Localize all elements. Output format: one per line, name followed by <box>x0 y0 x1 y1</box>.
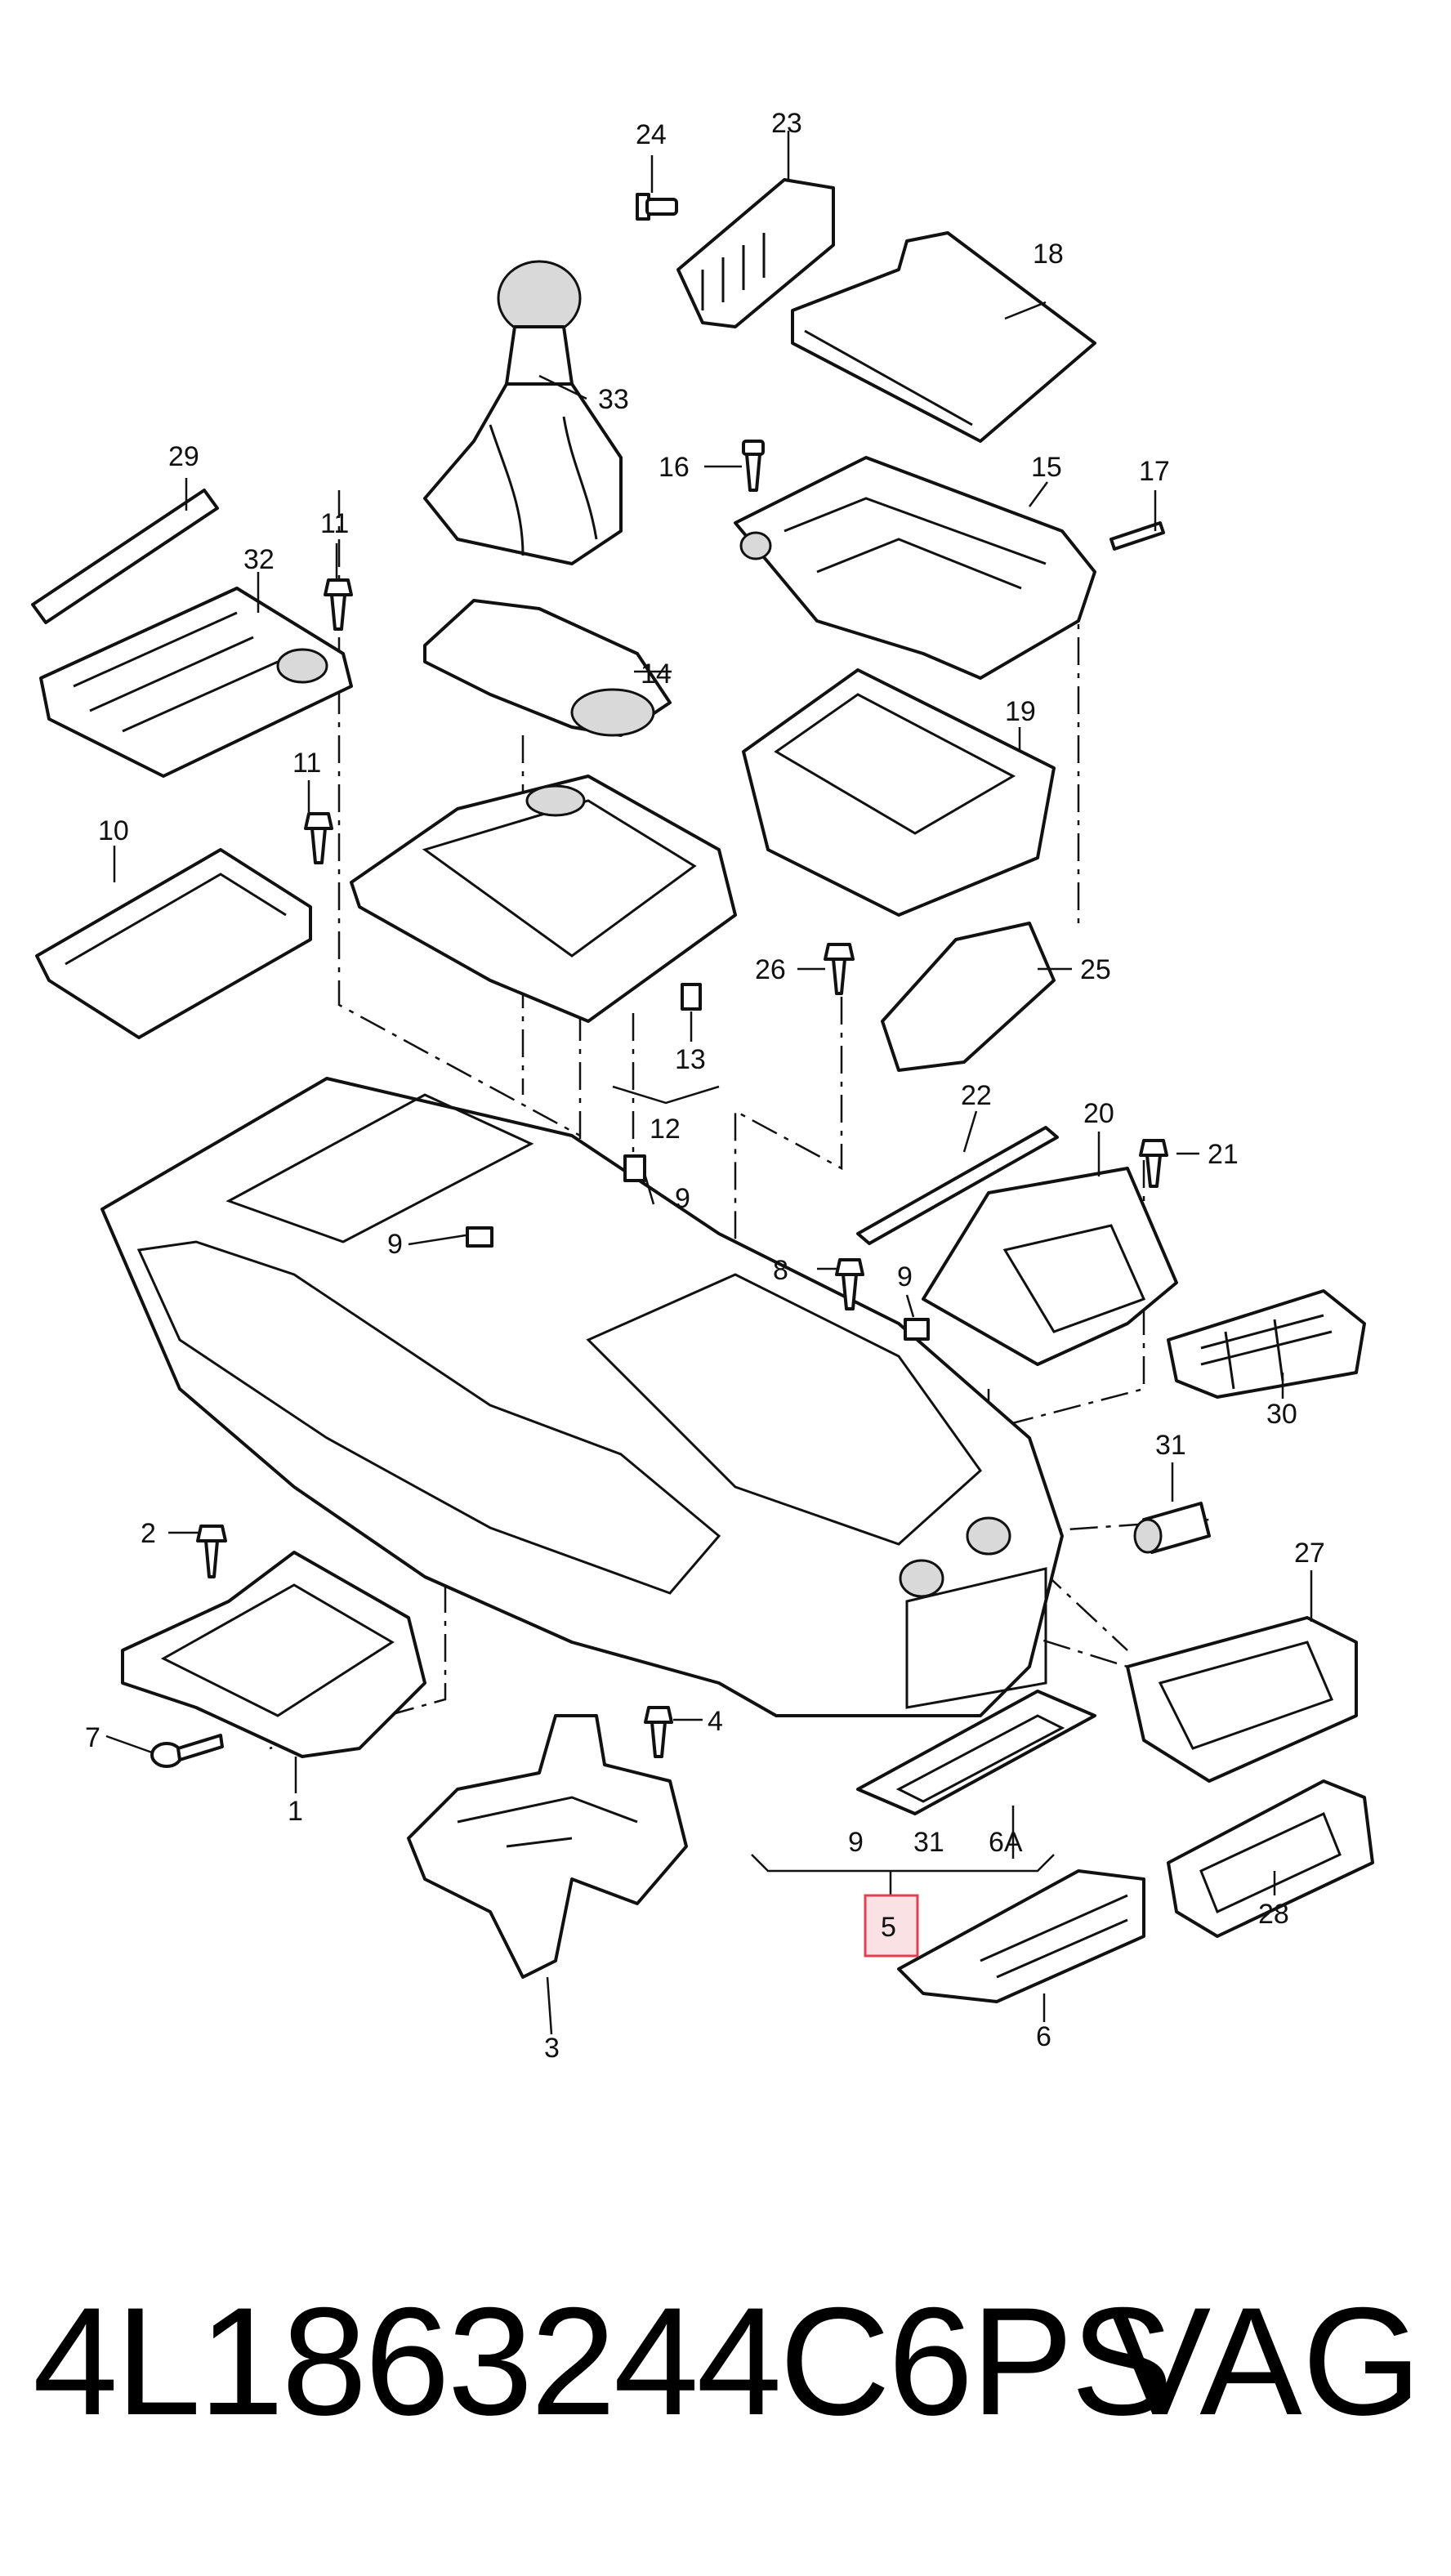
part-11-screws <box>304 578 353 864</box>
callout-15: 15 <box>1031 452 1062 483</box>
part-1-bracket-frame <box>121 1551 426 1758</box>
callout-1: 1 <box>288 1796 303 1827</box>
callout-23: 23 <box>771 108 802 139</box>
center-console-frame <box>350 775 737 1023</box>
highlight-box-part-5 <box>864 1894 919 1958</box>
callout-27: 27 <box>1294 1538 1325 1569</box>
main-center-console <box>100 1077 1064 1717</box>
part-number: 4L1863244C6PS <box>33 2275 1173 2447</box>
part-15-housing <box>734 456 1096 680</box>
part-9-clips <box>466 1154 930 1341</box>
callout-9-right: 9 <box>897 1261 913 1292</box>
callout-14: 14 <box>641 659 672 690</box>
part-26-screw <box>824 943 855 995</box>
callout-11-upper: 11 <box>320 508 349 539</box>
part-30-air-vent <box>1167 1289 1366 1399</box>
callout-labels: 24 23 18 33 16 15 17 29 32 11 14 19 11 1… <box>85 108 1325 2064</box>
callout-24: 24 <box>636 119 667 150</box>
callout-9-bottom: 9 <box>848 1827 864 1858</box>
part-10-tray <box>35 848 312 1039</box>
part-3-gear-bracket <box>407 1714 688 1979</box>
part-22-strip <box>856 1126 1059 1245</box>
part-23-bracket <box>676 178 835 328</box>
part-8-screw <box>835 1258 864 1310</box>
callout-28: 28 <box>1258 1899 1289 1930</box>
part-17-pin <box>1109 521 1165 551</box>
leader-lines <box>105 131 1313 2035</box>
callout-30: 30 <box>1266 1399 1297 1430</box>
callout-6: 6 <box>1036 2021 1051 2052</box>
callout-12: 12 <box>650 1114 681 1145</box>
callout-3: 3 <box>544 2033 560 2064</box>
callout-31-upper: 31 <box>1155 1430 1186 1461</box>
part-14-inlay-mat <box>423 599 672 737</box>
part-16-screw <box>742 440 765 492</box>
part-18-panel <box>791 231 1096 443</box>
part-27-box <box>1126 1616 1358 1783</box>
footer: 4L1863244C6PS VAG <box>0 2271 1451 2451</box>
callout-19: 19 <box>1005 696 1036 727</box>
part-24-screw <box>636 193 678 221</box>
callout-2: 2 <box>141 1518 156 1549</box>
callout-22: 22 <box>961 1080 992 1111</box>
callout-5: 5 <box>881 1912 896 1943</box>
callout-6A: 6A <box>989 1827 1023 1858</box>
callout-26: 26 <box>755 954 786 985</box>
part-13-clip <box>681 983 702 1011</box>
part-31-socket <box>1133 1502 1211 1554</box>
part-20-cover <box>922 1167 1178 1366</box>
callout-9-upper: 9 <box>675 1183 690 1214</box>
callout-16: 16 <box>659 452 690 483</box>
callout-11-lower: 11 <box>292 748 321 779</box>
part-19-storage-tray <box>742 668 1056 917</box>
part-32-switch-panel <box>39 587 353 778</box>
part-21-screw <box>1139 1139 1168 1188</box>
callout-4: 4 <box>708 1706 723 1737</box>
brand-name: VAG <box>1108 2275 1422 2447</box>
callout-32: 32 <box>243 544 275 575</box>
callout-31-bottom: 31 <box>913 1827 944 1858</box>
callout-13: 13 <box>675 1044 706 1075</box>
callout-9-left: 9 <box>387 1229 403 1260</box>
callout-20: 20 <box>1083 1098 1114 1129</box>
part-4-screw <box>644 1706 673 1758</box>
callout-10: 10 <box>98 815 129 846</box>
part-33-shift-boot <box>423 260 623 565</box>
callout-33: 33 <box>598 384 629 415</box>
callout-7: 7 <box>85 1722 100 1753</box>
part-6-holder <box>897 1869 1145 2003</box>
callout-25: 25 <box>1080 954 1111 985</box>
part-29-trim-strip <box>31 489 219 624</box>
callout-29: 29 <box>168 441 199 472</box>
callout-18: 18 <box>1033 239 1064 270</box>
callout-21: 21 <box>1208 1139 1239 1170</box>
callout-8: 8 <box>773 1255 788 1286</box>
part-25-bracket <box>881 922 1056 1072</box>
part-6A-insert <box>856 1690 1096 1815</box>
part-2-screw <box>196 1525 227 1578</box>
part-28-control-unit <box>1167 1779 1374 1938</box>
part-7-screw <box>150 1734 224 1768</box>
callout-17: 17 <box>1139 456 1170 487</box>
